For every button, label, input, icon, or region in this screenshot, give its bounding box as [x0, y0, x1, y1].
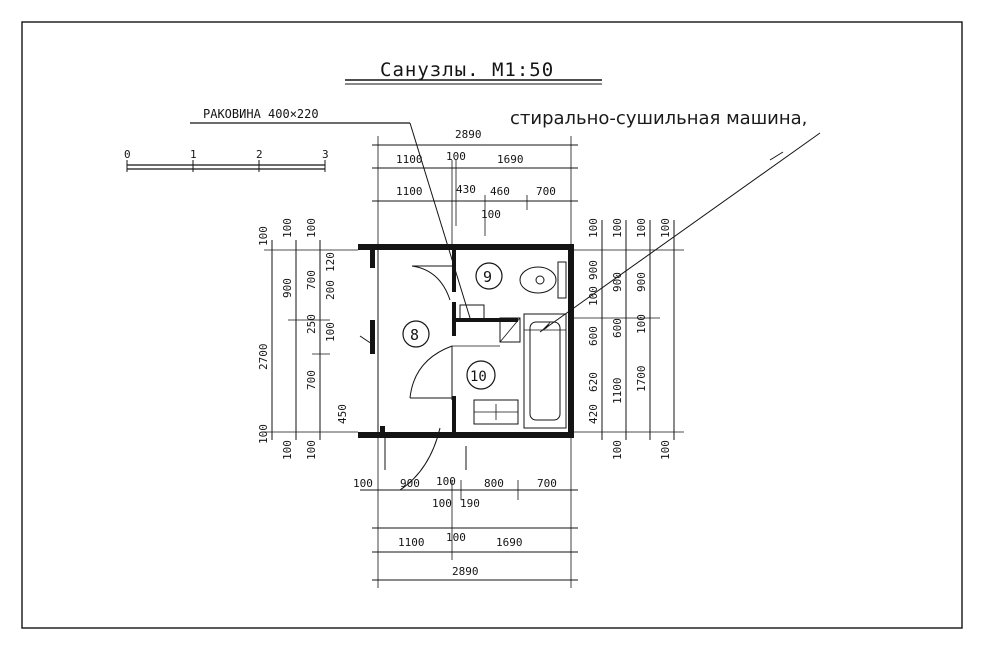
room-9-number: 9 [483, 268, 492, 286]
dim-right-100f: 100 [635, 314, 648, 334]
room-9: 9 [475, 262, 503, 290]
dim-top-1100: 1100 [396, 153, 423, 166]
dim-bot-700: 700 [537, 477, 557, 490]
dim-bot-800: 800 [484, 477, 504, 490]
dim-bot2-100: 100 [446, 531, 466, 544]
dim-top3-100: 100 [481, 208, 501, 221]
dim-right-1700: 1700 [635, 366, 648, 393]
room-8: 8 [402, 320, 430, 348]
dim-bot-190: 190 [460, 497, 480, 510]
bathtub-inner [529, 321, 561, 421]
room-10: 10 [466, 360, 496, 390]
dim-right-100d: 100 [659, 218, 672, 238]
dim-left-100d: 100 [324, 322, 337, 342]
dim-right-100g: 100 [611, 440, 624, 460]
dim-left-700: 700 [305, 270, 318, 290]
wall-left-mid [370, 320, 375, 354]
dim-top-total: 2890 [455, 128, 482, 141]
dim-right-620: 620 [587, 372, 600, 392]
sink-label: РАКОВИНА 400×220 [203, 107, 319, 121]
dim-top2-700: 700 [536, 185, 556, 198]
dim-right-100c: 100 [635, 218, 648, 238]
dim-left-100g: 100 [305, 440, 318, 460]
sink-9 [459, 304, 485, 320]
dim-right-100e: 100 [587, 286, 600, 306]
dim-top-1690: 1690 [497, 153, 524, 166]
dim-right-100b: 100 [611, 218, 624, 238]
dim-left-total: 2700 [257, 344, 270, 371]
washer-label: стирально-сушильная машина, [510, 108, 807, 129]
scale-label-3: 3 [322, 148, 329, 161]
dim-bot2-1100: 1100 [398, 536, 425, 549]
dim-bot-total: 2890 [452, 565, 479, 578]
washing-machine [499, 317, 521, 343]
door-leader-line [399, 427, 441, 491]
drawing-frame [21, 21, 963, 629]
dim-top2-1100: 1100 [396, 185, 423, 198]
wall-bottom [358, 432, 574, 438]
wall-interior-low [452, 396, 456, 432]
washer-leader-line [539, 132, 821, 333]
dim-left-700b: 700 [305, 370, 318, 390]
doors [384, 265, 453, 470]
walls [358, 244, 574, 438]
dim-left-100c: 100 [305, 218, 318, 238]
dim-bot-100: 100 [353, 477, 373, 490]
dim-right-100a: 100 [587, 218, 600, 238]
dim-left-100e: 100 [257, 424, 270, 444]
dim-left-100b: 100 [281, 218, 294, 238]
dim-left-250: 250 [305, 314, 318, 334]
dim-bot-100b: 100 [436, 475, 456, 488]
room-10-number: 10 [470, 369, 487, 385]
wall-horizontal-9-10 [456, 318, 518, 322]
room-8-number: 8 [410, 326, 419, 344]
dim-left-900: 900 [281, 278, 294, 298]
wall-right [568, 244, 574, 438]
dim-right-1100: 1100 [611, 378, 624, 405]
dim-left-200: 200 [324, 280, 337, 300]
drawing-title: Санузлы. М1:50 [380, 59, 554, 81]
dim-top2-460: 460 [490, 185, 510, 198]
dim-top-100: 100 [446, 150, 466, 163]
fixtures [452, 261, 567, 429]
dim-right-900b: 900 [611, 272, 624, 292]
scale-label-0: 0 [124, 148, 131, 161]
dim-left-100f: 100 [281, 440, 294, 460]
washer-leader-arrow [540, 321, 551, 332]
dim-right-900c: 900 [635, 272, 648, 292]
wall-interior-9 [452, 250, 456, 292]
wall-left-bot [380, 426, 385, 438]
sink-leader-line [409, 122, 471, 319]
toilet-bowl [519, 266, 557, 294]
dim-bot2-1690: 1690 [496, 536, 523, 549]
toilet-tank [557, 261, 567, 299]
dim-left-450: 450 [336, 404, 349, 424]
dimensions: 2890 1100 100 1690 1100 430 460 700 100 … [257, 128, 684, 588]
scale-label-1: 1 [190, 148, 197, 161]
dim-right-600: 600 [587, 326, 600, 346]
section-mark-left [359, 335, 373, 345]
washer-leader-tick [769, 151, 784, 161]
dim-right-900: 900 [587, 260, 600, 280]
dim-right-100h: 100 [659, 440, 672, 460]
bathtub-outer [523, 313, 567, 429]
dim-left-100a: 100 [257, 226, 270, 246]
wall-top [358, 244, 574, 250]
dim-top2-430: 430 [456, 183, 476, 196]
dim-right-600b: 600 [611, 318, 624, 338]
scale-bar: 0 1 2 3 [124, 148, 329, 172]
dim-bot-100c: 100 [432, 497, 452, 510]
dim-right-420: 420 [587, 404, 600, 424]
dim-left-120: 120 [324, 252, 337, 272]
wall-left-top [370, 250, 375, 268]
scale-label-2: 2 [256, 148, 263, 161]
wall-interior-mid [452, 302, 456, 336]
